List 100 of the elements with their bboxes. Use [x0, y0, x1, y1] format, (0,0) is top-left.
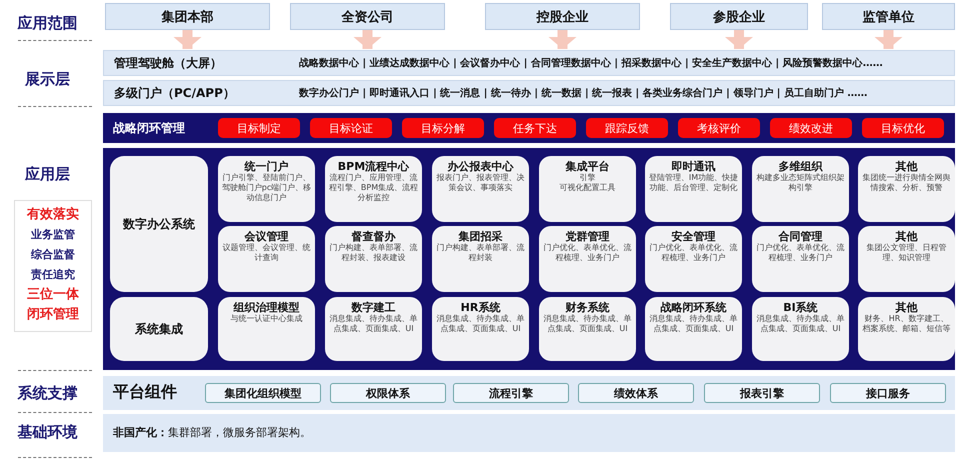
layer-band	[103, 50, 955, 76]
module-box	[325, 156, 422, 222]
module-title: 其他	[894, 160, 918, 173]
scope-name: 参股企业	[713, 8, 765, 26]
module-title: 其他	[894, 301, 918, 314]
module-title: 安全管理	[670, 230, 716, 243]
module-title: 组织治理模型	[232, 301, 300, 314]
arrow	[725, 30, 753, 49]
category-title: 系统集成	[135, 320, 183, 338]
arrow	[874, 30, 902, 49]
component-box	[453, 383, 569, 403]
category-title: 数字办公系统	[123, 216, 195, 232]
module-box	[432, 297, 529, 361]
note-text: 综合监督	[30, 247, 76, 263]
step-box	[402, 118, 484, 138]
arrow	[354, 30, 382, 49]
component-box	[205, 383, 321, 403]
layer-label: 展示层	[24, 70, 71, 89]
module-box	[218, 297, 315, 361]
step-label: 任务下达	[513, 120, 557, 136]
category-box	[110, 297, 208, 361]
module-box	[752, 226, 849, 292]
module-box	[645, 226, 742, 292]
module-box	[325, 297, 422, 361]
module-description: 消息集成、待办集成、单点集成、页面集成、UI	[436, 314, 526, 334]
module-description: 与统一认证中心集成	[230, 314, 304, 324]
note-text: 责任追究	[30, 267, 76, 283]
component-label: 接口服务	[866, 386, 910, 400]
module-box	[539, 156, 636, 222]
step-box	[310, 118, 392, 138]
module-description: 集团公文管理、日程管理、知识管理	[866, 243, 948, 263]
component-label: 集团化组织模型	[224, 386, 302, 400]
module-box	[752, 156, 849, 222]
module-box	[858, 226, 955, 292]
component-label: 流程引擎	[489, 386, 533, 400]
layer-label: 系统支撑	[16, 384, 78, 403]
step-label: 目标分解	[421, 120, 465, 136]
layer-label: 应用范围	[16, 14, 78, 33]
module-box	[539, 297, 636, 361]
arrow	[174, 30, 202, 49]
step-label: 目标制定	[237, 120, 281, 136]
step-box	[678, 118, 760, 138]
note-text: 三位一体	[26, 286, 80, 304]
module-box	[645, 297, 742, 361]
module-title: 办公报表中心	[446, 160, 514, 173]
module-description: 议题管理、会议管理、统计查询	[222, 243, 312, 263]
module-title: BI系统	[782, 301, 819, 314]
layer-label: 应用层	[24, 165, 71, 184]
component-box	[704, 383, 820, 403]
component-label: 权限体系	[366, 386, 410, 400]
band-title: 多级门户（PC/APP）	[114, 84, 236, 102]
environment-text: 非国产化：集群部署，微服务部署架构。	[113, 425, 311, 440]
module-box	[218, 156, 315, 222]
category-box	[110, 156, 208, 292]
module-title: 多维组织	[778, 160, 824, 173]
module-box	[539, 226, 636, 292]
step-box	[218, 118, 300, 138]
module-description: 登陆管理、IM功能、快捷功能、后台管理、定制化	[648, 173, 739, 193]
note-text: 业务监管	[30, 227, 76, 243]
module-description: 消息集成、待办集成、单点集成、页面集成、UI	[328, 314, 418, 334]
layer-band	[103, 80, 955, 106]
module-box	[325, 226, 422, 292]
module-description: 门户构建、表单部署、流程封装	[436, 243, 526, 263]
module-description: 消息集成、待办集成、单点集成、页面集成、UI	[756, 314, 846, 334]
module-description: 门户引擎、登陆前门户、驾驶舱门户pc端门户、移动信息门户	[221, 173, 312, 203]
component-label: 报表引擎	[740, 386, 784, 400]
scope-box	[290, 3, 445, 30]
note-text: 闭环管理	[26, 306, 80, 324]
scope-name: 集团本部	[162, 8, 214, 26]
module-description: 报表门户、报表管理、决策会议、事项落实	[436, 173, 526, 193]
module-description: 集团统一进行舆情全网舆情搜索、分析、预警	[862, 173, 952, 193]
module-description: 可视化配置工具	[558, 183, 616, 193]
module-description: 财务、HR、数字建工、档案系统、邮箱、短信等	[862, 314, 952, 334]
module-title: 合同管理	[777, 230, 824, 243]
module-description: 引擎	[578, 173, 596, 183]
band-title: 平台组件	[113, 382, 177, 403]
module-description: 消息集成、待办集成、单点集成、页面集成、UI	[648, 314, 738, 334]
band-items: 战略数据中心 | 业绩达成数据中心 | 会议督办中心 | 合同管理数据中心 | 招采数据中心 | 安全生产数据中心 | 风险预警数据中心……	[299, 56, 883, 70]
step-box	[862, 118, 944, 138]
scope-box	[485, 3, 640, 30]
module-description: 门户构建、表单部署、流程封装、报表建设	[328, 243, 418, 263]
scope-name: 监管单位	[862, 8, 914, 26]
module-description: 构建多业态矩阵式组织架构引擎	[756, 173, 846, 193]
module-title: 集团招采	[458, 230, 504, 243]
scope-name: 控股企业	[536, 8, 588, 26]
arrow	[548, 30, 576, 49]
scope-name: 全资公司	[342, 8, 394, 26]
module-box	[645, 156, 742, 222]
scope-box	[670, 3, 808, 30]
layer-band	[103, 376, 955, 410]
module-description: 门户优化、表单优化、流程梳理、业务门户	[542, 243, 632, 263]
step-label: 绩效改进	[789, 120, 833, 136]
component-label: 绩效体系	[614, 386, 658, 400]
step-box	[586, 118, 668, 138]
process-band	[103, 113, 955, 143]
module-box	[218, 226, 315, 292]
module-description: 消息集成、待办集成、单点集成、页面集成、UI	[542, 314, 632, 334]
module-box	[432, 226, 529, 292]
module-box	[858, 156, 955, 222]
layer-panel	[103, 148, 955, 370]
